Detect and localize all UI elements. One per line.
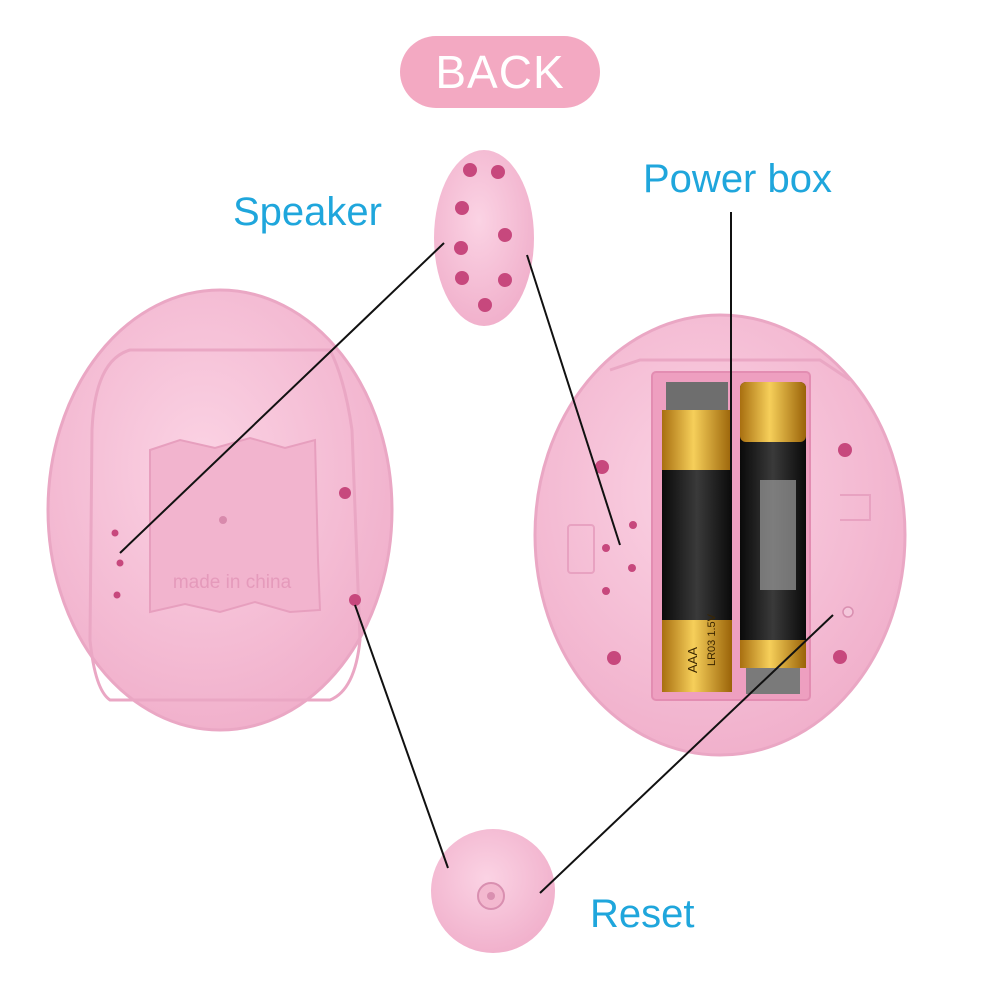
speaker-pointer-right [526,254,621,546]
back-cover-closed: made in china [46,288,394,732]
reset-label: Reset [590,892,695,936]
battery-right [740,382,806,694]
reset-pointer-left [354,604,449,869]
battery-left: AAA LR03 1.5V [662,382,732,692]
back-title-badge: BACK [400,36,600,108]
power-box-label: Power box [643,157,832,201]
speaker-pointer-left [119,242,445,554]
battery-code: LR03 1.5V [706,613,718,666]
embossed-panel [149,436,322,614]
speaker-closeup [434,150,534,326]
embossed-text: made in china [173,572,292,593]
device-open-battery-compartment: AAA LR03 1.5V [533,313,907,757]
reset-pointer-right [539,614,834,894]
speaker-label: Speaker [233,190,382,234]
battery-type: AAA [685,647,700,673]
leader-lines [119,212,834,894]
reset-closeup [431,829,555,953]
